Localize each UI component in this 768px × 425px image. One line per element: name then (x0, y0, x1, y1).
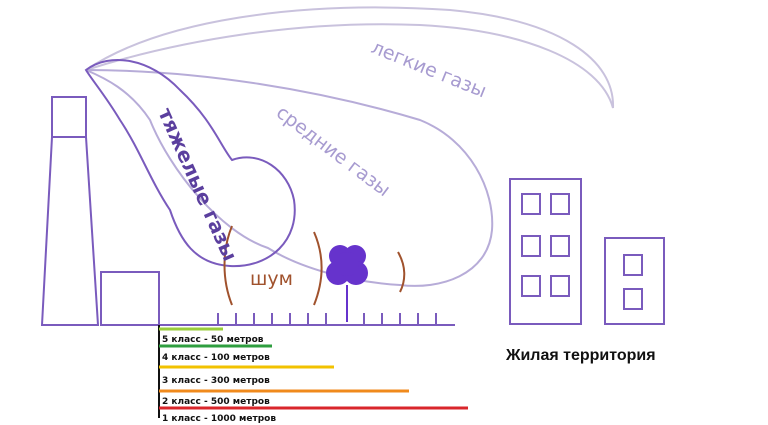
factory-chimney (40, 96, 100, 326)
noise-wave-2 (313, 231, 323, 306)
heavy-gases-label: тяжелые газы (153, 104, 242, 264)
zone-label: 2 класс - 500 метров (162, 397, 270, 407)
noise-wave-1 (223, 225, 233, 306)
zone-1: 1 класс - 1000 метров (159, 406, 468, 424)
noise-label: шум (250, 268, 293, 290)
zone-5: 5 класс - 50 метров (159, 327, 264, 345)
zone-3: 3 класс - 300 метров (159, 365, 334, 386)
medium-gases-plume (85, 69, 494, 287)
zone-label: 3 класс - 300 метров (162, 376, 270, 386)
noise-wave-3 (397, 251, 406, 293)
residential-building-tall (509, 178, 582, 325)
tree (326, 245, 368, 322)
heavy-gases-plume (84, 58, 296, 268)
light-gases-label: легкие газы (368, 36, 489, 102)
zone-label: 4 класс - 100 метров (162, 353, 270, 363)
zone-label: 1 класс - 1000 метров (162, 414, 276, 424)
factory-building (100, 271, 160, 326)
light-gases-plume (85, 6, 615, 109)
zone-label: 5 класс - 50 метров (162, 335, 264, 345)
ground-fence (160, 313, 455, 326)
residential-building-short (604, 237, 665, 325)
zone-4: 4 класс - 100 метров (159, 344, 272, 363)
residential-area-label: Жилая территория (505, 347, 656, 364)
zone-2: 2 класс - 500 метров (159, 389, 409, 407)
